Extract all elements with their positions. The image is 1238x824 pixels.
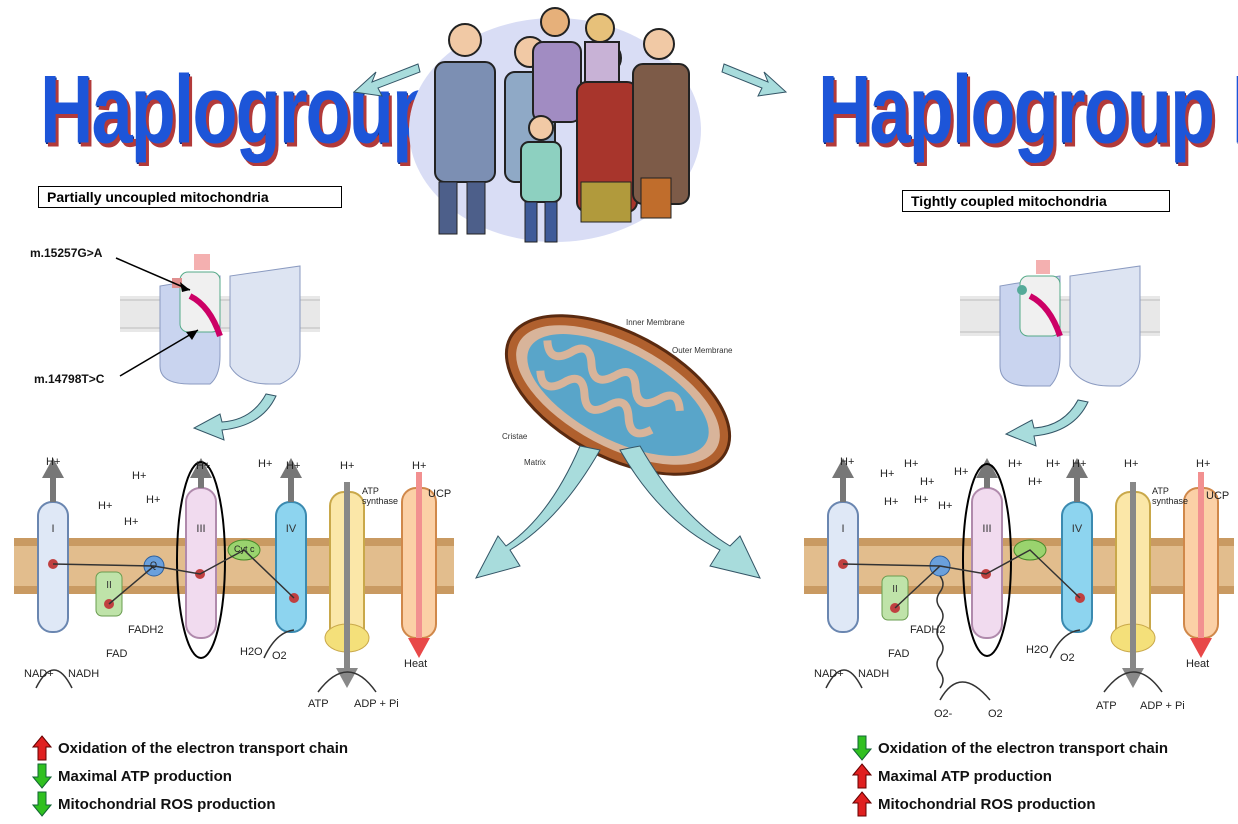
green-down-arrow-icon (852, 735, 872, 761)
right-h-11: H+ (1046, 458, 1060, 470)
left-heat-label: Heat (404, 658, 427, 670)
right-subtitle: Tightly coupled mitochondria (902, 190, 1170, 212)
svg-text:IV: IV (286, 523, 297, 535)
left-effect-row: Maximal ATP production (32, 762, 348, 790)
left-o2-label: O2 (272, 650, 287, 662)
right-adp-label: ADP + Pi (1140, 700, 1185, 712)
arrow-mito-right (600, 440, 770, 590)
left-atp-label: ATP (308, 698, 329, 710)
right-water-label: H2O (1026, 644, 1049, 656)
svg-text:I: I (841, 523, 844, 535)
right-effect-text: Mitochondrial ROS production (878, 796, 1096, 813)
right-h-4: H+ (920, 476, 934, 488)
left-cytc-label: Cyt c (234, 544, 255, 554)
right-o2-label: O2 (1060, 652, 1075, 664)
left-fadh2-label: FADH2 (128, 624, 163, 636)
left-atp-synthase-label: ATP synthase (362, 486, 408, 506)
left-h-1: H+ (46, 456, 60, 468)
mito-label-inner: Inner Membrane (626, 318, 685, 327)
right-superoxide-label: O2- (934, 708, 952, 720)
right-h-10: H+ (1028, 476, 1042, 488)
right-effects-list: Oxidation of the electron transport chai… (852, 734, 1168, 818)
right-ucp-label: UCP (1206, 490, 1229, 502)
right-h-12: H+ (1072, 458, 1086, 470)
right-h-5: H+ (884, 496, 898, 508)
right-atp-label: ATP (1096, 700, 1117, 712)
left-effect-row: Mitochondrial ROS production (32, 790, 348, 818)
right-effect-text: Oxidation of the electron transport chai… (878, 740, 1168, 757)
left-h-9: H+ (340, 460, 354, 472)
right-atp-synthase-label: ATP synthase (1152, 486, 1198, 506)
left-ucp-label: UCP (428, 488, 451, 500)
left-q-label: Q (150, 560, 157, 570)
arrow-to-right-title (720, 58, 790, 106)
svg-text:II: II (892, 584, 898, 595)
red-up-arrow-icon (852, 791, 872, 817)
svg-text:III: III (982, 523, 991, 535)
right-h-7: H+ (938, 500, 952, 512)
left-h-4: H+ (146, 494, 160, 506)
left-subtitle: Partially uncoupled mitochondria (38, 186, 342, 208)
mito-label-outer: Outer Membrane (672, 346, 732, 355)
left-fad-label: FAD (106, 648, 127, 660)
right-h-6: H+ (914, 494, 928, 506)
right-fadh2-label: FADH2 (910, 624, 945, 636)
left-effect-text: Maximal ATP production (58, 768, 232, 785)
right-title: Haplogroup H (818, 62, 1238, 158)
right-effect-row: Mitochondrial ROS production (852, 790, 1168, 818)
right-h-2: H+ (880, 468, 894, 480)
left-h-7: H+ (258, 458, 272, 470)
left-h-6: H+ (196, 460, 210, 472)
left-mutation-1: m.15257G>A (30, 246, 102, 260)
right-nadh-label: NADH (858, 668, 889, 680)
red-up-arrow-icon (32, 735, 52, 761)
left-adp-label: ADP + Pi (354, 698, 399, 710)
left-h-5: H+ (124, 516, 138, 528)
red-up-arrow-icon (852, 763, 872, 789)
left-effect-text: Oxidation of the electron transport chai… (58, 740, 348, 757)
arrow-left-structure (192, 392, 282, 448)
svg-text:III: III (196, 523, 205, 535)
mutation-pointer-lines (100, 250, 220, 380)
right-h-14: H+ (1196, 458, 1210, 470)
people-group-icon (405, 2, 705, 256)
right-h-9: H+ (1008, 458, 1022, 470)
svg-text:I: I (51, 523, 54, 535)
left-h-10: H+ (412, 460, 426, 472)
right-h-13: H+ (1124, 458, 1138, 470)
right-fad-label: FAD (888, 648, 909, 660)
right-effect-row: Maximal ATP production (852, 762, 1168, 790)
left-effect-row: Oxidation of the electron transport chai… (32, 734, 348, 762)
right-h-1: H+ (840, 456, 854, 468)
left-nadh-label: NADH (68, 668, 99, 680)
right-effect-row: Oxidation of the electron transport chai… (852, 734, 1168, 762)
left-effect-text: Mitochondrial ROS production (58, 796, 276, 813)
green-down-arrow-icon (32, 763, 52, 789)
right-heat-label: Heat (1186, 658, 1209, 670)
right-nad-label: NAD+ (814, 668, 844, 680)
left-h-3: H+ (98, 500, 112, 512)
right-complex-structure (960, 246, 1160, 396)
arrow-right-structure (1004, 398, 1094, 454)
green-down-arrow-icon (32, 791, 52, 817)
right-h-8: H+ (954, 466, 968, 478)
left-nad-label: NAD+ (24, 668, 54, 680)
left-h-2: H+ (132, 470, 146, 482)
right-effect-text: Maximal ATP production (878, 768, 1052, 785)
left-mutation-2: m.14798T>C (34, 372, 104, 386)
right-oxygen-ros-label: O2 (988, 708, 1003, 720)
left-effects-list: Oxidation of the electron transport chai… (32, 734, 348, 818)
right-h-3: H+ (904, 458, 918, 470)
left-h-8: H+ (286, 460, 300, 472)
svg-text:II: II (106, 580, 112, 591)
svg-text:IV: IV (1072, 523, 1083, 535)
left-water-label: H2O (240, 646, 263, 658)
